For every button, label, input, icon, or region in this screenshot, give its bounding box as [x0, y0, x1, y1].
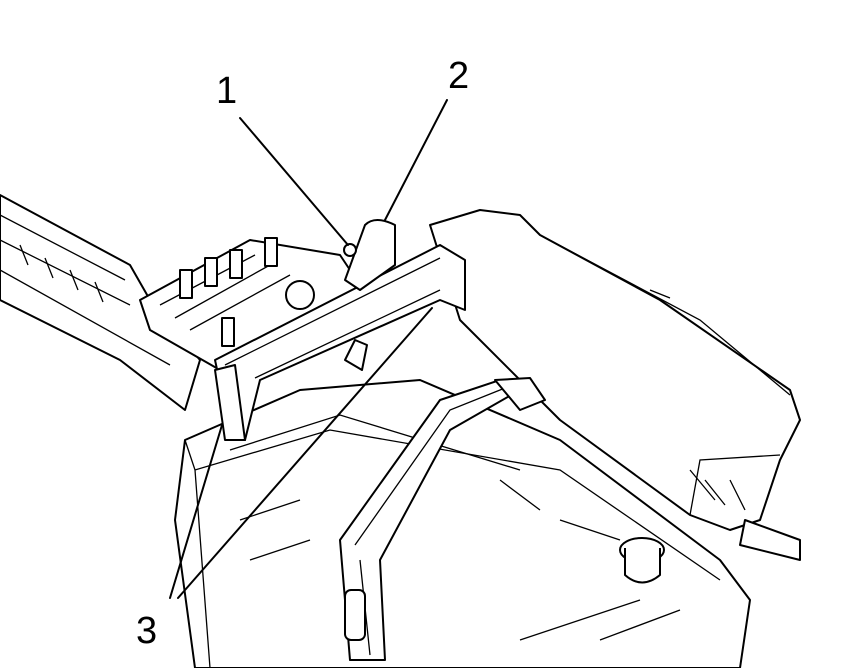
callout-2: 2 — [448, 55, 470, 97]
leader-line-3a — [169, 424, 223, 599]
leader-line-1 — [239, 117, 349, 246]
leader-lines — [169, 99, 448, 599]
battery-cover — [429, 209, 801, 561]
positive-cable-bracket — [214, 219, 466, 441]
leader-line-3b — [177, 307, 433, 599]
callout-3: 3 — [136, 610, 158, 652]
trim-panel — [0, 194, 201, 411]
fuse-block — [139, 237, 361, 371]
hold-down-bracket — [339, 377, 546, 661]
battery-body — [174, 379, 751, 668]
leader-line-2 — [384, 99, 448, 221]
callout-1: 1 — [216, 70, 238, 112]
